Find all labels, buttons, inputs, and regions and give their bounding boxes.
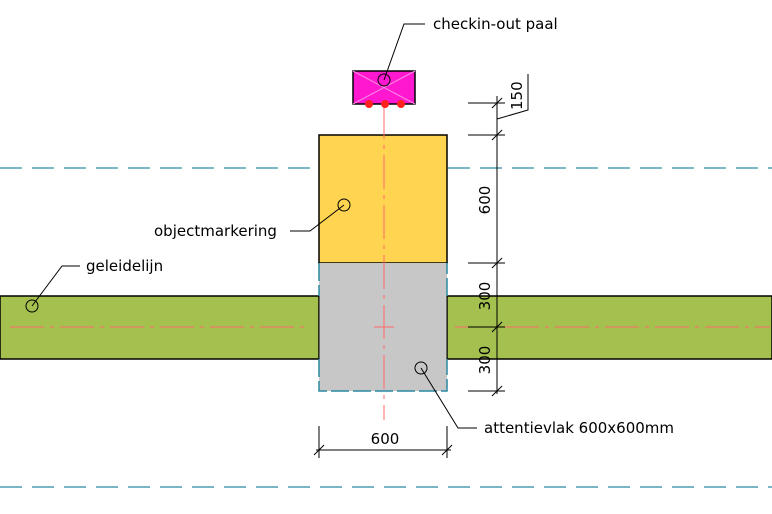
label-objectmarkering: objectmarkering <box>154 222 277 240</box>
dimension-lower-half-label: 300 <box>476 346 494 375</box>
label-checkin-out-paal: checkin-out paal <box>433 15 558 33</box>
label-geleidelijn: geleidelijn <box>86 257 163 275</box>
label-attentievlak: attentievlak 600x600mm <box>484 419 674 437</box>
dimension-upper-half-label: 300 <box>476 282 494 311</box>
leader-line-marker <box>290 204 345 232</box>
leader-circle-guide <box>25 299 39 313</box>
leader-line-pole <box>383 23 425 81</box>
pole-dot-2 <box>381 100 389 108</box>
leader-circle-attention <box>414 361 428 375</box>
leader-circle-pole <box>377 73 391 87</box>
leader-circle-marker <box>337 198 351 212</box>
dimension-marker-height-label: 600 <box>476 186 494 215</box>
leader-line-guide <box>31 265 80 307</box>
dimension-width-label: 600 <box>371 430 400 448</box>
attention-field-edge-left <box>318 263 448 392</box>
object-marker <box>318 134 448 264</box>
dimension-width <box>313 426 453 458</box>
checkin-pole-cross-2 <box>352 70 416 105</box>
dimension-chain-vertical <box>468 74 529 397</box>
pole-dot-3 <box>397 100 405 108</box>
pole-dot-1 <box>365 100 373 108</box>
leader-line-attention <box>420 367 477 429</box>
dimension-gap-label: 150 <box>508 81 526 110</box>
